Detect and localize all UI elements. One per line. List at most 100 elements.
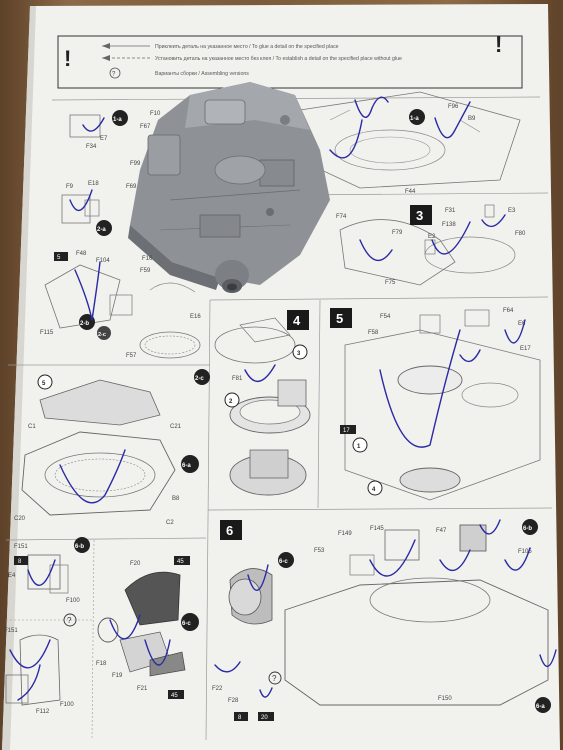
variant-q-left: ? [67,616,72,625]
step-6-label: 6 [226,523,233,538]
part-label: F9 [66,184,74,190]
part-label: F145 [370,526,384,532]
part-label: E3 [508,208,516,214]
pen-annotations [9,96,557,701]
star-markers: 5 17 8 45 45 8 20 [14,252,356,721]
paper-shadow [2,6,36,750]
part-label: F79 [392,230,403,236]
legend-box: ! ! ? Приклеить деталь на указанное мест… [57,32,523,89]
small-part-drawings-left [44,114,133,329]
part-label: F96 [448,104,459,110]
part-label: F80 [515,231,526,237]
part-label: F75 [385,280,396,286]
part-label: E17 [520,346,531,352]
part-label: C1 [28,424,36,430]
part-label: F74 [336,214,347,220]
part-label: F67 [140,124,151,130]
badge-2c-small: 2-c [98,332,106,338]
part-label: F54 [380,314,391,320]
badge-6c: 6-c [182,621,191,627]
badge-6a: 6-a [182,463,191,469]
warning-left-icon: ! [64,46,71,71]
part-label: E6 [518,321,526,327]
part-label: F150 [438,696,452,702]
variants-legend-text: Варианты сборки / Assembling versions [155,71,249,77]
badge-6b: 6-b [75,544,84,550]
part-label: E2 [428,234,436,240]
badge-2c: 2-c [195,376,204,382]
part-label: F100 [60,702,74,708]
step-boxes: 3 4 5 6 [220,205,432,540]
callout-1: 1 [357,444,361,450]
badge-6a-right: 6-a [536,704,545,710]
part-label: E7 [100,136,108,142]
star-5: 5 [57,255,61,261]
assembly-badges: 1-a 1-a 2-a 2-b 2-c 2-c 6-a 6-b 6-c 6-b … [37,109,551,713]
step-3-label: 3 [416,208,423,223]
part-label: F28 [228,698,239,704]
part-label: F44 [405,189,416,195]
badge-2b: 2-b [80,321,89,327]
part-label: F115 [40,330,54,336]
star-45-top: 45 [177,559,184,565]
badge-6b-right: 6-b [523,526,532,532]
part-label: F34 [86,144,97,150]
star-17: 17 [343,428,350,434]
part-label: F19 [112,673,123,679]
part-label: F31 [445,208,456,214]
noglue-legend-text: Установить деталь на указанное место без… [155,56,402,62]
star-45-bottom: 45 [171,693,178,699]
badge-1a: 1-a [113,117,122,123]
part-label: F58 [368,330,379,336]
step6-drawing [228,524,549,706]
part-label: F149 [338,531,352,537]
star-8-left: 8 [18,559,22,565]
part-label: F99 [130,161,141,167]
turret-model [128,82,330,293]
step5-drawing [344,309,541,501]
small-drawings-6bc [5,554,186,706]
star-8-bottom: 8 [238,715,242,721]
step-5-label: 5 [336,311,343,326]
part-label: C2 [166,520,174,526]
variants-glyph: ? [112,72,116,78]
callout-2: 2 [229,399,233,405]
part-label: E16 [190,314,201,320]
part-label: F16 [142,256,153,262]
part-label: F59 [140,268,151,274]
part-label: F112 [36,709,50,715]
part-label: F151 [4,628,18,634]
glue-legend-text: Приклеить деталь на указанное место / To… [155,44,339,50]
part-label: E4 [8,573,16,579]
part-label: F53 [314,548,325,554]
step3-drawing [339,204,516,286]
part-label: C21 [170,424,182,430]
part-label: F138 [442,222,456,228]
step4-drawing [214,317,311,496]
part-label: B9 [468,116,476,122]
part-label: F48 [76,251,87,257]
part-label: F22 [212,686,223,692]
callout-5: 5 [42,381,46,387]
part-label: B8 [172,496,180,502]
part-label: E18 [88,181,99,187]
turret-ring-drawing [139,282,201,359]
star-20: 20 [261,715,268,721]
part-label: F100 [66,598,80,604]
badge-2a: 2-a [97,227,106,233]
badge-1a-right: 1-a [410,116,419,122]
hull-ring-drawing-left [21,379,176,516]
part-label: F21 [137,686,148,692]
part-label: F105 [518,549,532,555]
part-label: F69 [126,184,137,190]
part-labels: F34 E7 F9 E18 F48 F104 F115 F16 F59 F57 … [4,104,532,715]
callout-4: 4 [372,487,376,493]
part-label: F47 [436,528,447,534]
variant-markers: ? ? [63,613,282,685]
part-label: F18 [96,661,107,667]
variant-q-right: ? [272,674,277,683]
callout-3: 3 [297,351,301,357]
part-label: F10 [150,111,161,117]
